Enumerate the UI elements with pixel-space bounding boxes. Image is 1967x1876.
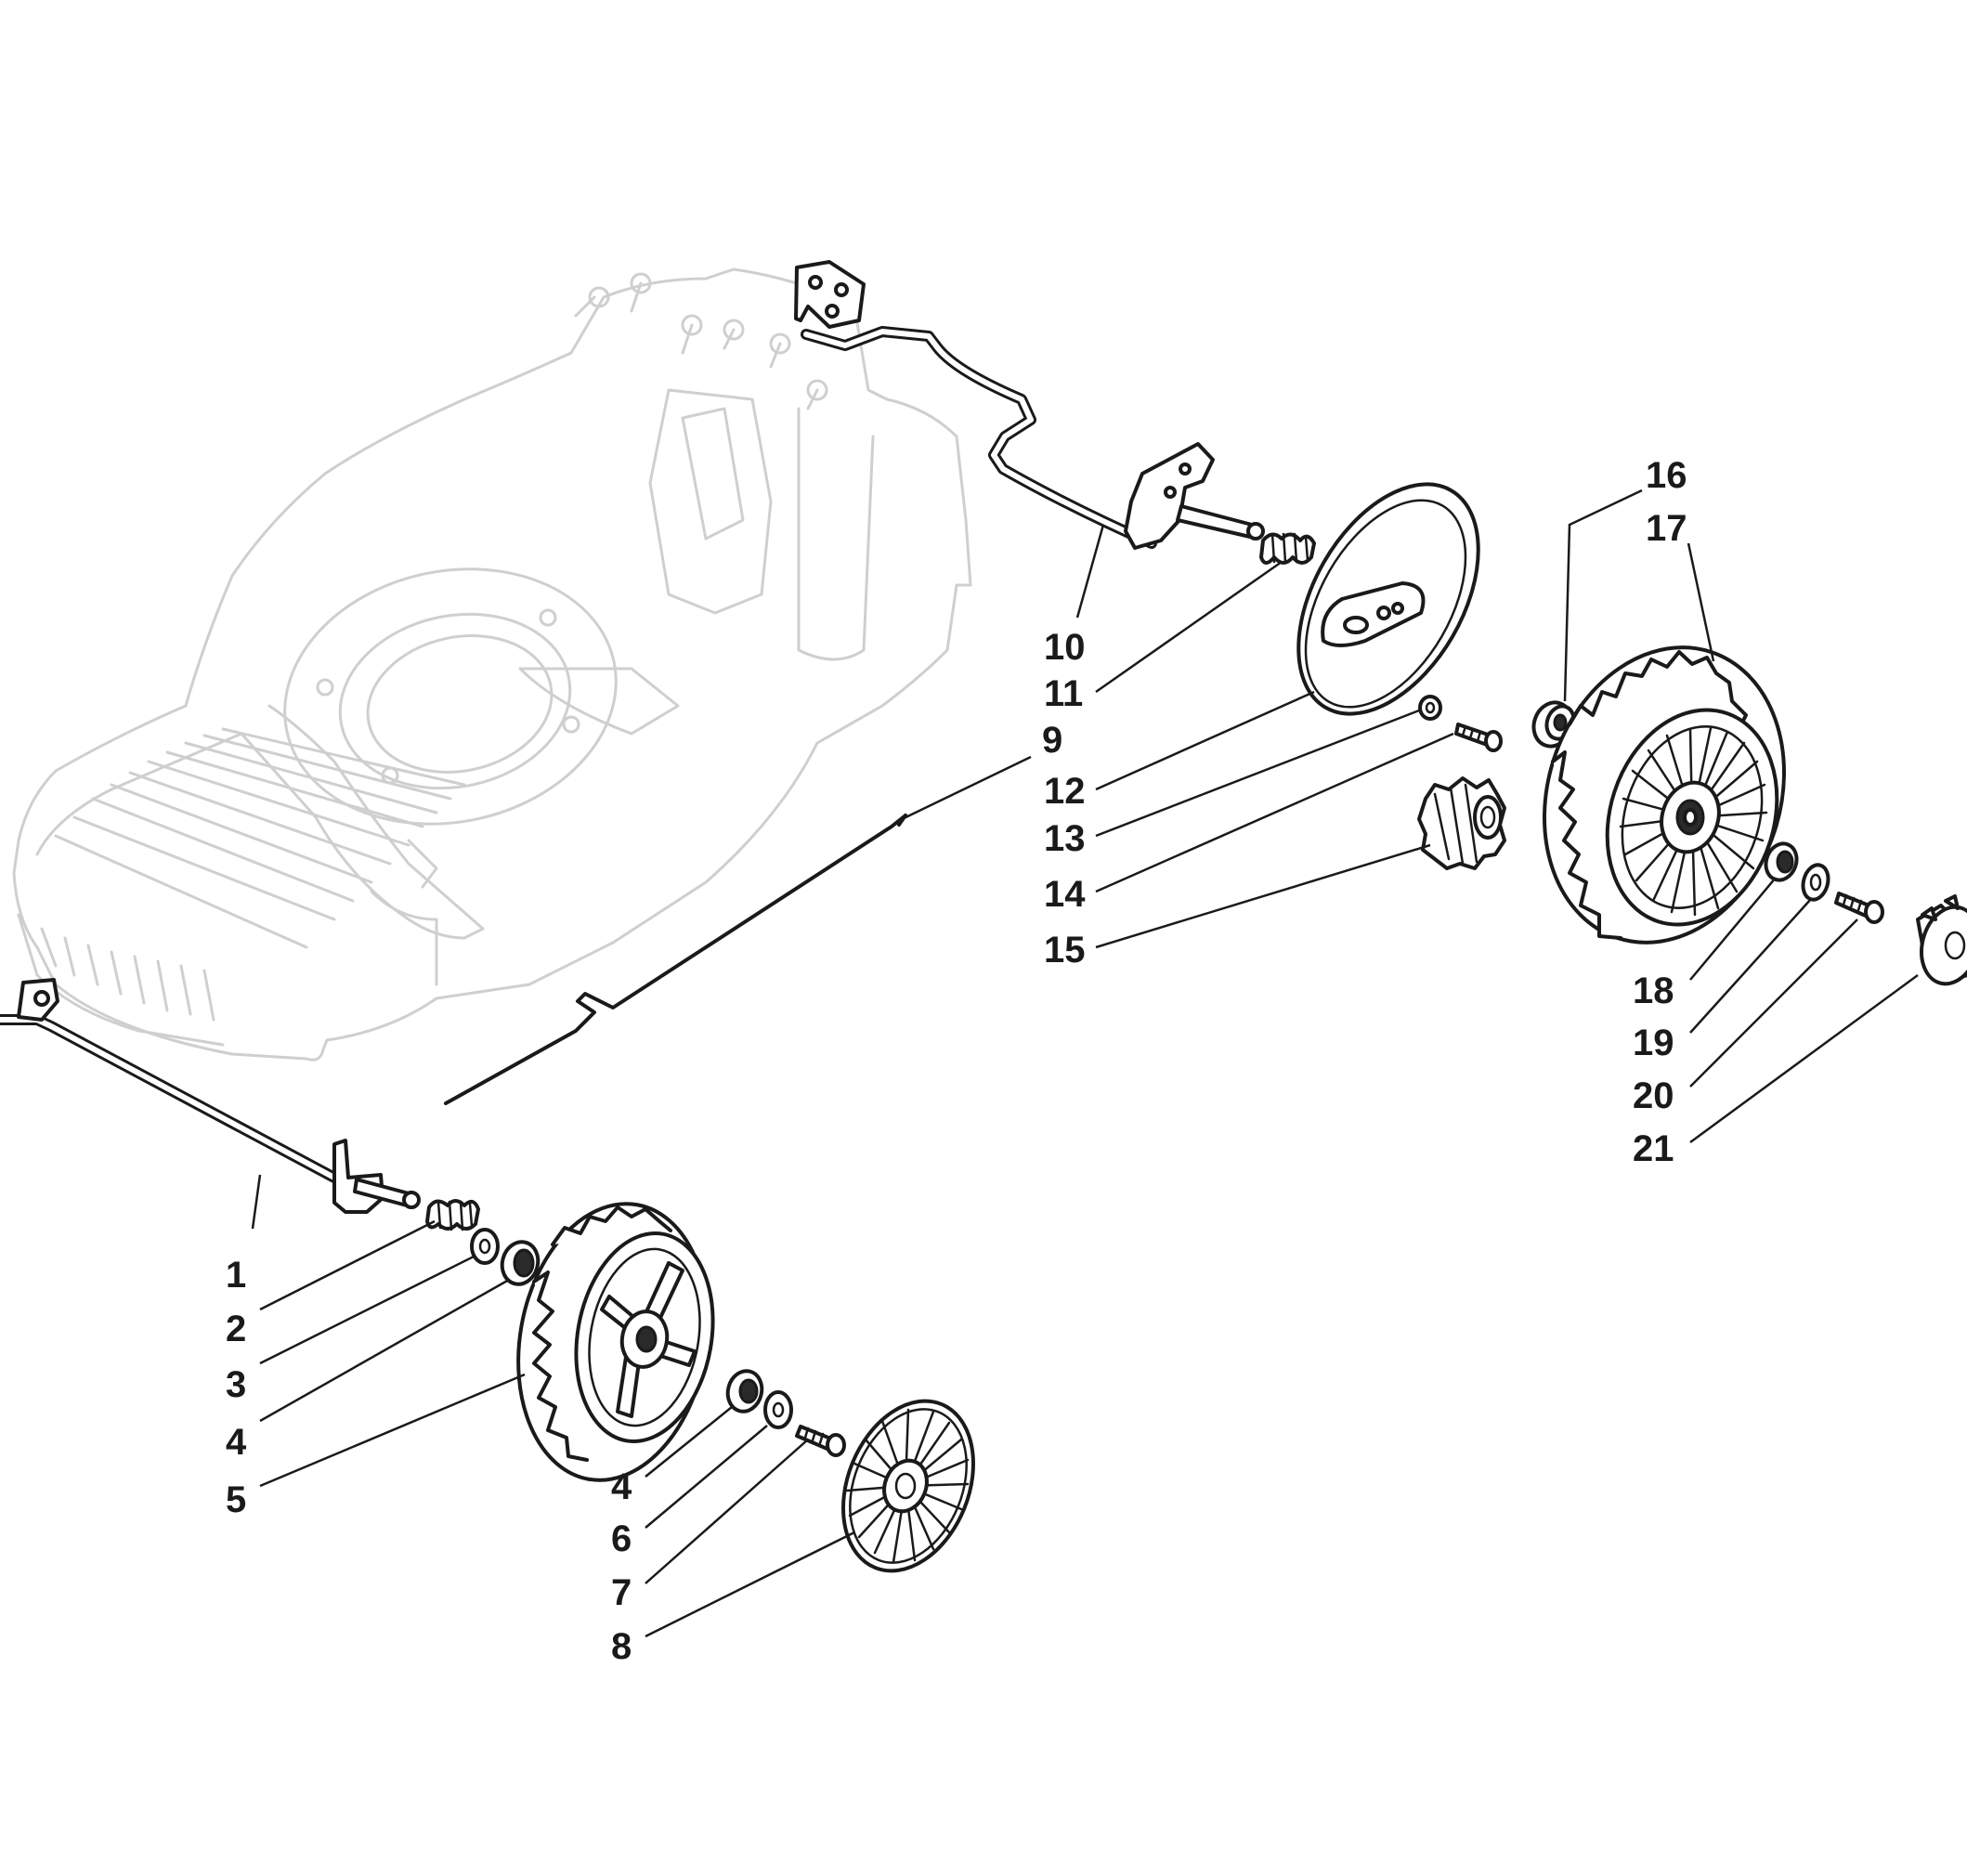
callout-3: 3 bbox=[226, 1364, 246, 1405]
leader-18 bbox=[1689, 877, 1777, 981]
callout-11: 11 bbox=[1044, 673, 1083, 714]
leader-6 bbox=[645, 1425, 768, 1529]
callout-12: 12 bbox=[1044, 771, 1086, 812]
leader-20 bbox=[1689, 918, 1858, 1088]
leader-10 bbox=[1075, 524, 1105, 619]
front-hubcap bbox=[841, 1399, 975, 1573]
front-hubcap-spokes bbox=[845, 1408, 970, 1564]
callout-13: 13 bbox=[1044, 818, 1086, 859]
callout-20: 20 bbox=[1633, 1075, 1674, 1116]
washer-lower-outer bbox=[763, 1390, 793, 1429]
spring-lower bbox=[425, 1199, 480, 1231]
bearing-lower-outer bbox=[725, 1369, 764, 1414]
rear-wheel-spokes bbox=[1619, 726, 1768, 917]
rear-wheel bbox=[1543, 645, 1786, 945]
leader-16 bbox=[1563, 489, 1643, 702]
leader-17 bbox=[1687, 542, 1715, 662]
leader-14 bbox=[1095, 732, 1454, 893]
callout-9: 9 bbox=[1042, 720, 1062, 761]
cable-rod bbox=[444, 814, 907, 1105]
height-lever-upper bbox=[794, 260, 1265, 550]
leader-13 bbox=[1095, 709, 1420, 838]
leader-4b bbox=[645, 1406, 733, 1478]
bearing-lower-inner bbox=[500, 1240, 541, 1286]
bolt-lower bbox=[795, 1425, 846, 1457]
callout-16: 16 bbox=[1646, 455, 1687, 496]
callout-7: 7 bbox=[611, 1572, 632, 1613]
leader-4a bbox=[259, 1278, 510, 1423]
callout-14: 14 bbox=[1044, 874, 1086, 915]
callout-6: 6 bbox=[611, 1518, 632, 1559]
mower-deck-outline bbox=[12, 267, 972, 1062]
callout-15: 15 bbox=[1044, 930, 1086, 971]
front-wheel bbox=[516, 1202, 715, 1482]
spring-upper bbox=[1259, 532, 1316, 565]
leader-21 bbox=[1689, 973, 1919, 1144]
hubcap-right bbox=[1916, 894, 1967, 986]
callout-19: 19 bbox=[1633, 1023, 1674, 1063]
callout-21: 21 bbox=[1633, 1128, 1674, 1169]
bolt-right bbox=[1834, 892, 1884, 924]
callout-8: 8 bbox=[611, 1626, 632, 1667]
leader-7 bbox=[645, 1439, 809, 1584]
washer-small bbox=[1418, 695, 1442, 721]
leader-1 bbox=[251, 1174, 262, 1230]
leader-5 bbox=[259, 1373, 526, 1488]
leader-2 bbox=[259, 1219, 436, 1311]
drive-pinion bbox=[1417, 776, 1506, 870]
leader-lines bbox=[251, 489, 1919, 1638]
leader-11 bbox=[1095, 560, 1283, 694]
callout-10: 10 bbox=[1044, 627, 1086, 668]
leader-15 bbox=[1095, 843, 1431, 949]
callout-labels: 1 2 3 4 5 4 6 7 8 9 10 11 12 13 14 15 16… bbox=[226, 455, 1687, 1667]
leader-8 bbox=[645, 1531, 855, 1638]
front-axle-lever bbox=[0, 978, 421, 1214]
callout-18: 18 bbox=[1633, 971, 1674, 1011]
callout-17: 17 bbox=[1646, 508, 1687, 549]
callout-4: 4 bbox=[226, 1422, 247, 1463]
leader-3 bbox=[259, 1254, 476, 1365]
callout-4-outer: 4 bbox=[611, 1466, 632, 1507]
leader-12 bbox=[1095, 690, 1315, 791]
callout-5: 5 bbox=[226, 1479, 246, 1520]
bolt-upper bbox=[1454, 723, 1503, 752]
rear-wheel-shield bbox=[1296, 482, 1480, 716]
washer-lower bbox=[470, 1228, 500, 1265]
leader-19 bbox=[1689, 898, 1812, 1034]
callout-2: 2 bbox=[226, 1309, 246, 1349]
washer-right bbox=[1801, 863, 1830, 902]
callout-1: 1 bbox=[226, 1255, 246, 1296]
leader-9 bbox=[895, 755, 1032, 824]
